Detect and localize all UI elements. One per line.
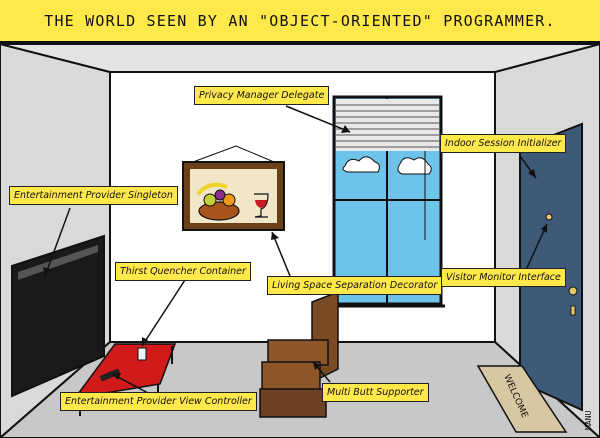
remote-control [99,368,121,382]
doormat [476,365,568,433]
arrow-living [271,231,291,277]
painting-wire-right [235,145,275,163]
arrowhead [142,337,148,346]
label-multi-butt-supporter: Multi Butt Supporter [322,383,429,402]
comic-title: THE WORLD SEEN BY AN "OBJECT-ORIENTED" P… [44,11,556,30]
couch-seat [267,339,329,366]
label-thirst-quencher-container: Thirst Quencher Container [115,262,251,281]
wine-glass [254,193,269,218]
arrowhead [541,224,547,233]
cloud-left [342,156,380,173]
arrowhead [271,232,279,240]
arrowhead [528,169,536,178]
title-banner: THE WORLD SEEN BY AN "OBJECT-ORIENTED" P… [0,0,600,44]
room-scene: WELCOME [0,44,600,438]
arrow-privacy [285,105,351,133]
label-privacy-manager-delegate: Privacy Manager Delegate [194,86,330,105]
cloud-right [397,157,432,175]
arrow-visitor [525,223,548,271]
label-entertainment-provider-view-controller: Entertainment Provider View Controller [60,392,257,411]
label-entertainment-provider-singleton: Entertainment Provider Singleton [9,186,178,205]
painting-wire-left [192,145,237,163]
tv-reflection [18,245,98,280]
door-knob [568,286,578,296]
blinds [336,99,439,151]
arrowhead [313,362,321,370]
arrow-thirst [141,279,186,347]
fruit-pear [203,193,217,207]
banana [196,182,228,196]
drinking-glass [137,347,147,361]
fruit-orange [222,193,236,207]
couch-cushion [261,361,321,393]
couch-base [259,388,327,418]
coffee-table-top [73,343,177,400]
label-indoor-session-initializer: Indoor Session Initializer [440,134,567,153]
label-living-space-separation-decorator: Living Space Separation Decorator [267,276,443,295]
door-keyhole [570,305,576,316]
fruit-grape [214,189,226,201]
ceiling [0,44,600,73]
door [519,122,583,412]
wine [255,200,267,208]
arrowhead [43,267,50,276]
door-peephole [545,213,553,221]
arrowhead [341,125,350,133]
artist-signature: MANU [584,410,593,430]
tv-screen [11,234,105,398]
arrowhead [112,373,121,380]
arrow-singleton [44,207,71,277]
label-visitor-monitor-interface: Visitor Monitor Interface [441,268,566,287]
